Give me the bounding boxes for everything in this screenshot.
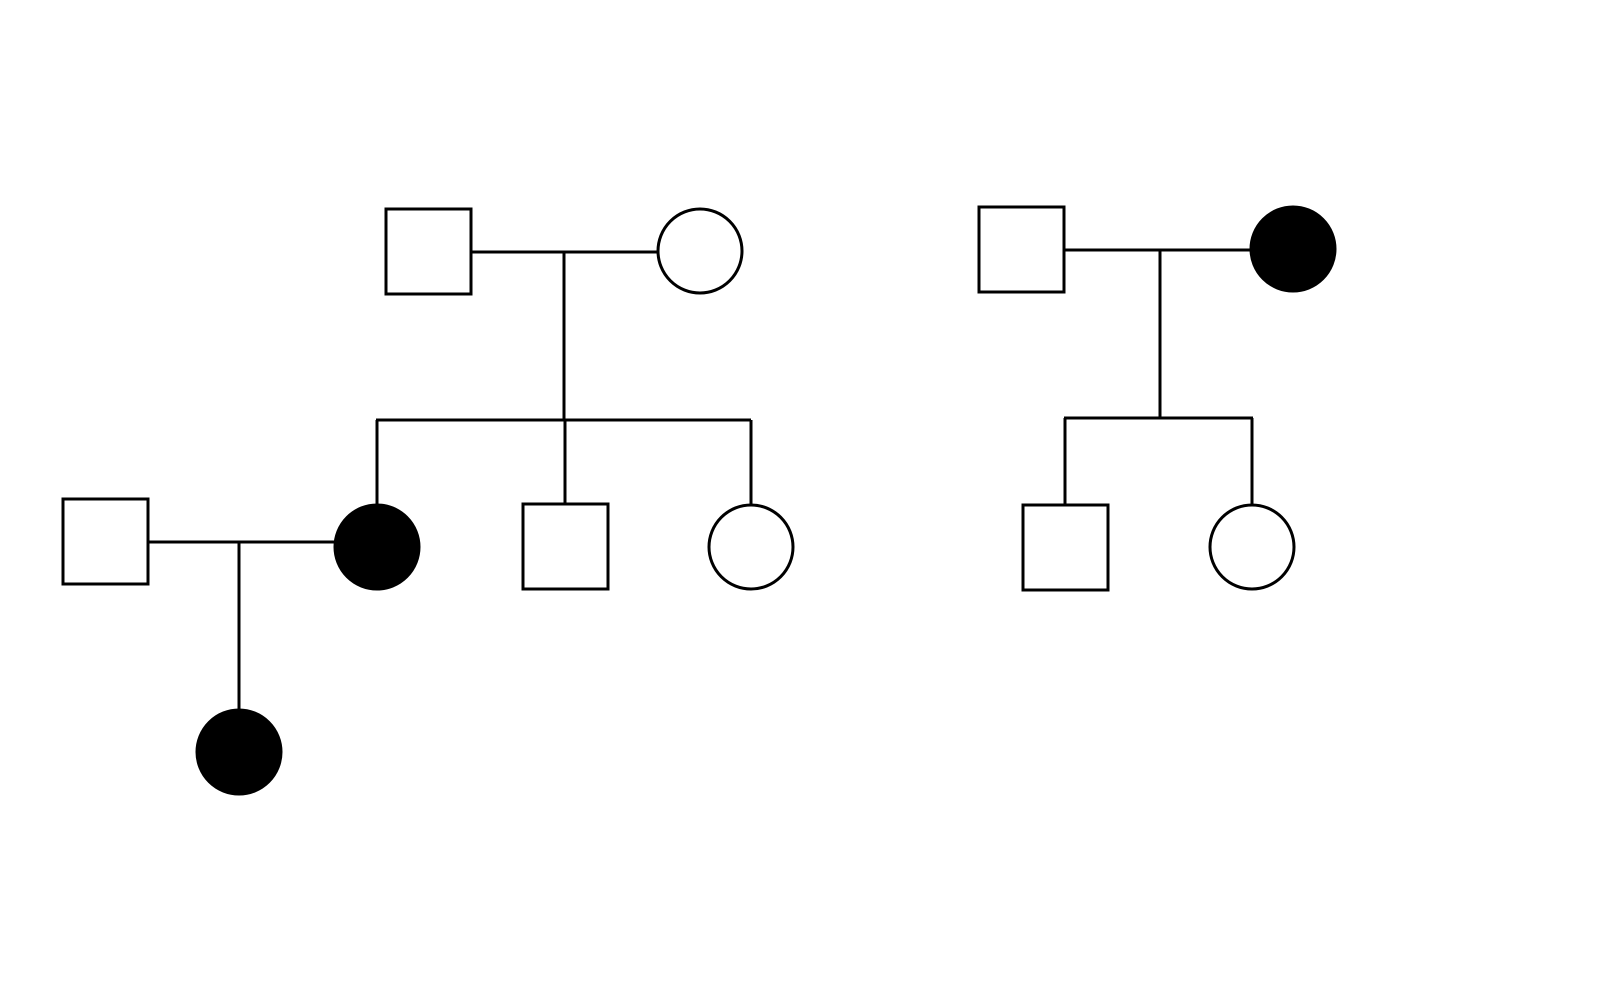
f1-son-in-law-male-symbol xyxy=(61,497,150,586)
f1-mother-female-symbol xyxy=(656,207,744,295)
family-2-members xyxy=(977,205,1337,592)
family-1-members xyxy=(61,207,795,796)
f1-daughter-female-symbol xyxy=(707,503,795,591)
family-2-lines xyxy=(1063,248,1254,505)
f2-affected-mother-female-symbol xyxy=(1249,205,1337,293)
f1-father-male-symbol xyxy=(384,207,473,296)
f2-daughter-female-symbol xyxy=(1208,503,1296,591)
f1-son-male-symbol xyxy=(521,502,610,591)
family-1-lines xyxy=(148,250,753,709)
f1-affected-granddaughter-female-symbol xyxy=(195,708,283,796)
f2-son-male-symbol xyxy=(1021,503,1110,592)
f2-father-male-symbol xyxy=(977,205,1066,294)
f1-affected-daughter-female-symbol xyxy=(333,503,421,591)
